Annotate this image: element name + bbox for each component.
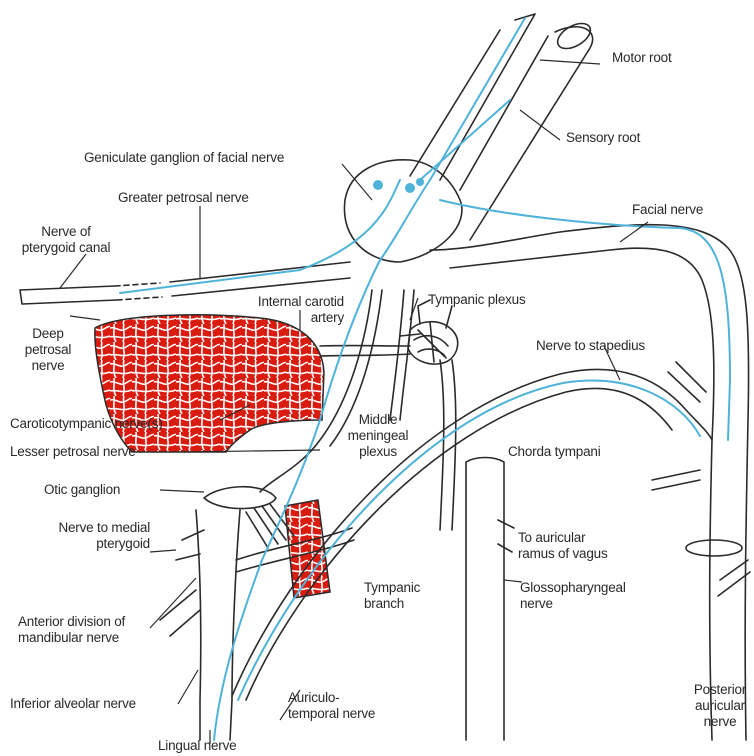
tympanic-branch (440, 360, 456, 530)
nerve-pterygoid-canal (20, 286, 117, 304)
geniculate-ganglion (344, 160, 461, 262)
label-otic-ganglion: Otic ganglion (44, 482, 120, 498)
label-chorda-tympani: Chorda tympani (508, 444, 601, 460)
label-lingual-nerve: Lingual nerve (158, 738, 236, 754)
otic-ganglion (204, 487, 276, 509)
motor-root (440, 14, 535, 180)
label-caroticotympanic: Caroticotympanic nerve(s) (10, 416, 163, 432)
label-nerve-to-stapedius: Nerve to stapedius (536, 338, 645, 354)
greater-petrosal-nerve (170, 262, 350, 296)
nerve-to-stapedius (668, 362, 706, 402)
glossopharyngeal-nerve (466, 458, 504, 741)
label-lesser-petrosal: Lesser petrosal nerve (10, 444, 136, 460)
label-greater-petrosal: Greater petrosal nerve (118, 190, 249, 206)
label-motor-root: Motor root (612, 50, 672, 66)
label-inferior-alveolar: Inferior alveolar nerve (10, 696, 136, 712)
label-sensory-root: Sensory root (566, 130, 640, 146)
label-auriculotemporal: Auriculo-temporal nerve (288, 690, 375, 722)
label-tympanic-plexus: Tympanic plexus (428, 292, 526, 308)
label-facial-nerve: Facial nerve (632, 202, 703, 218)
label-geniculate-ganglion: Geniculate ganglion of facial nerve (84, 150, 284, 166)
